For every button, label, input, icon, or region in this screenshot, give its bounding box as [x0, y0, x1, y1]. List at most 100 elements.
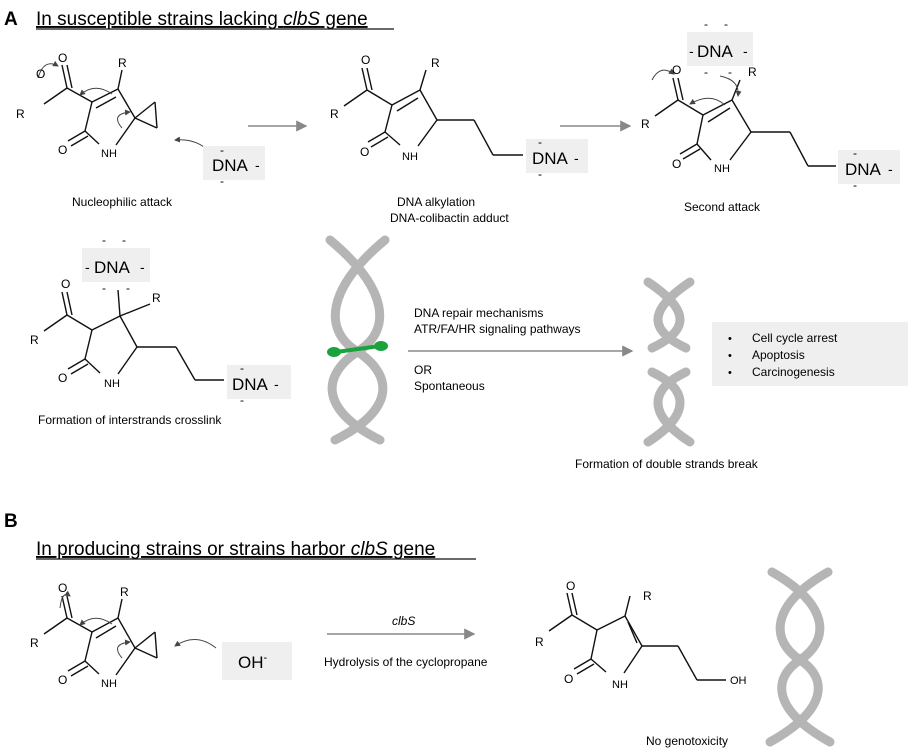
panel-b-heading: In producing strains or strains harbor c… — [36, 539, 435, 560]
molecule-1-curved-arrows — [37, 60, 211, 153]
label-dna-colibactin-adduct: DNA-colibactin adduct — [390, 211, 509, 225]
label-second-attack: Second attack — [684, 200, 761, 214]
mh-O-top: O — [566, 579, 575, 593]
dna-box-2 — [526, 139, 588, 173]
svg-text:•: • — [728, 350, 732, 362]
svg-text:•: • — [728, 367, 732, 379]
m2-O-top: O — [361, 53, 370, 67]
dna-box-2-charge-bottom: - — [538, 167, 542, 181]
dna-box-4-charge-top: - — [853, 146, 857, 160]
m1-O-acyl: O — [36, 67, 45, 81]
outcome-item: Carcinogenesis — [752, 365, 835, 379]
label-signaling-pathways: ATR/FA/HR signaling pathways — [414, 322, 581, 336]
m1-O-top: O — [58, 51, 67, 65]
mb-O-lactam: O — [58, 673, 67, 687]
dna-box-5-charge-top-1: - — [102, 233, 106, 247]
dna-box-4-charge-bottom: - — [853, 178, 857, 192]
outcomes-list: • Cell cycle arrest • Apoptosis • Carcin… — [728, 331, 838, 379]
label-dna-repair: DNA repair mechanisms — [414, 306, 543, 320]
panel-a-heading-gene: clbS — [283, 9, 320, 30]
panel-b-heading-gene: clbS — [351, 539, 388, 560]
panel-a-heading: In susceptible strains lacking clbS gene — [36, 9, 368, 30]
m3-O-lactam: O — [672, 157, 681, 171]
dna-box-6 — [227, 365, 291, 399]
m2-NH: NH — [402, 151, 418, 163]
mb-NH: NH — [101, 678, 117, 690]
dna-box-4 — [838, 150, 900, 184]
mh-R-left: R — [535, 635, 544, 649]
dna-box-1-charge-bottom: - — [220, 174, 224, 188]
label-spontaneous: Spontaneous — [414, 379, 485, 393]
dna-box-5 — [82, 248, 150, 282]
dna-box-5-charge-top-2: - — [122, 233, 126, 247]
dna-box-4-charge: - — [888, 161, 893, 177]
dna-box-3-label: DNA — [697, 42, 734, 61]
label-or: OR — [414, 363, 432, 377]
panel-b-letter: B — [4, 511, 18, 532]
hydroxide-box — [222, 642, 292, 680]
label-interstrand-crosslink: Formation of interstrands crosslink — [38, 413, 222, 427]
molecule-b-warhead — [43, 595, 158, 677]
m4-O-lactam: O — [58, 371, 67, 385]
label-enzyme-clbs: clbS — [392, 614, 415, 628]
label-dna-alkylation: DNA alkylation — [397, 195, 475, 209]
dna-box-6-label: DNA — [232, 375, 269, 394]
svg-text:•: • — [728, 333, 732, 345]
mh-NH: NH — [612, 679, 628, 691]
dna-box-4-label: DNA — [845, 160, 882, 179]
dna-box-3-charge-top-2: - — [724, 17, 728, 31]
helix-intact — [765, 567, 835, 747]
molecule-crosslink — [43, 289, 224, 381]
mh-R-top: R — [643, 589, 652, 603]
dna-box-1-charge: - — [255, 157, 260, 173]
label-no-genotoxicity: No genotoxicity — [646, 734, 728, 748]
panel-b-heading-prefix: In producing strains or strains harbor — [36, 539, 351, 560]
dna-box-6-charge: - — [274, 376, 279, 392]
dna-box-3-charge-left: - — [689, 43, 694, 59]
mb-R-top: R — [120, 585, 129, 599]
dna-box-3-charge-bottom-2: - — [728, 65, 732, 79]
molecule-colibactin-warhead — [43, 64, 158, 147]
m4-NH: NH — [104, 378, 120, 390]
dna-box-2-label: DNA — [532, 149, 569, 168]
outcome-item: Cell cycle arrest — [752, 331, 838, 345]
crosslink-bond — [335, 344, 381, 354]
hydroxide-charge: - — [264, 652, 268, 664]
m3-O-top: O — [672, 63, 681, 77]
hydroxide-label: OH- — [238, 652, 268, 672]
m2-O-lactam: O — [360, 145, 369, 159]
m4-R-left: R — [30, 333, 39, 347]
dna-box-3 — [687, 32, 753, 66]
molecule-hydrolyzed — [548, 592, 726, 681]
label-nucleophilic-attack: Nucleophilic attack — [72, 195, 173, 209]
helix-crosslinked — [325, 235, 390, 445]
m1-R-left: R — [16, 107, 25, 121]
molecule-second-attack — [654, 77, 836, 167]
molecule-b-curved-arrows — [59, 590, 217, 659]
dna-box-1-charge-top: - — [220, 143, 224, 157]
dna-box-5-label: DNA — [94, 258, 131, 277]
dna-box-5-charge-left: - — [85, 259, 90, 275]
dna-box-6-charge-top: - — [240, 361, 244, 375]
mb-O-top: O — [58, 581, 67, 595]
panel-b-heading-suffix: gene — [388, 539, 436, 560]
dna-box-5-charge-bottom-2: - — [126, 281, 130, 295]
outcomes-box — [712, 322, 908, 386]
mh-O-lactam: O — [564, 672, 573, 686]
dna-box-2-charge-top: - — [538, 135, 542, 149]
m4-R-top: R — [152, 291, 161, 305]
dna-box-5-charge-bottom-1: - — [102, 281, 106, 295]
panel-a-heading-suffix: gene — [320, 9, 368, 30]
dna-box-1-label: DNA — [212, 156, 249, 175]
dna-box-3-charge-top-1: - — [704, 17, 708, 31]
molecule-dna-adduct — [343, 67, 523, 156]
molecule-3-curved-arrows — [651, 68, 742, 106]
mb-R-left: R — [30, 636, 39, 650]
panel-a-heading-prefix: In susceptible strains lacking — [36, 9, 283, 30]
mh-OH: OH — [730, 675, 747, 687]
helix-double-strand-break — [643, 277, 695, 447]
dna-box-1 — [203, 146, 265, 180]
dna-box-2-charge: - — [574, 150, 579, 166]
crosslink-node-left — [327, 347, 341, 357]
